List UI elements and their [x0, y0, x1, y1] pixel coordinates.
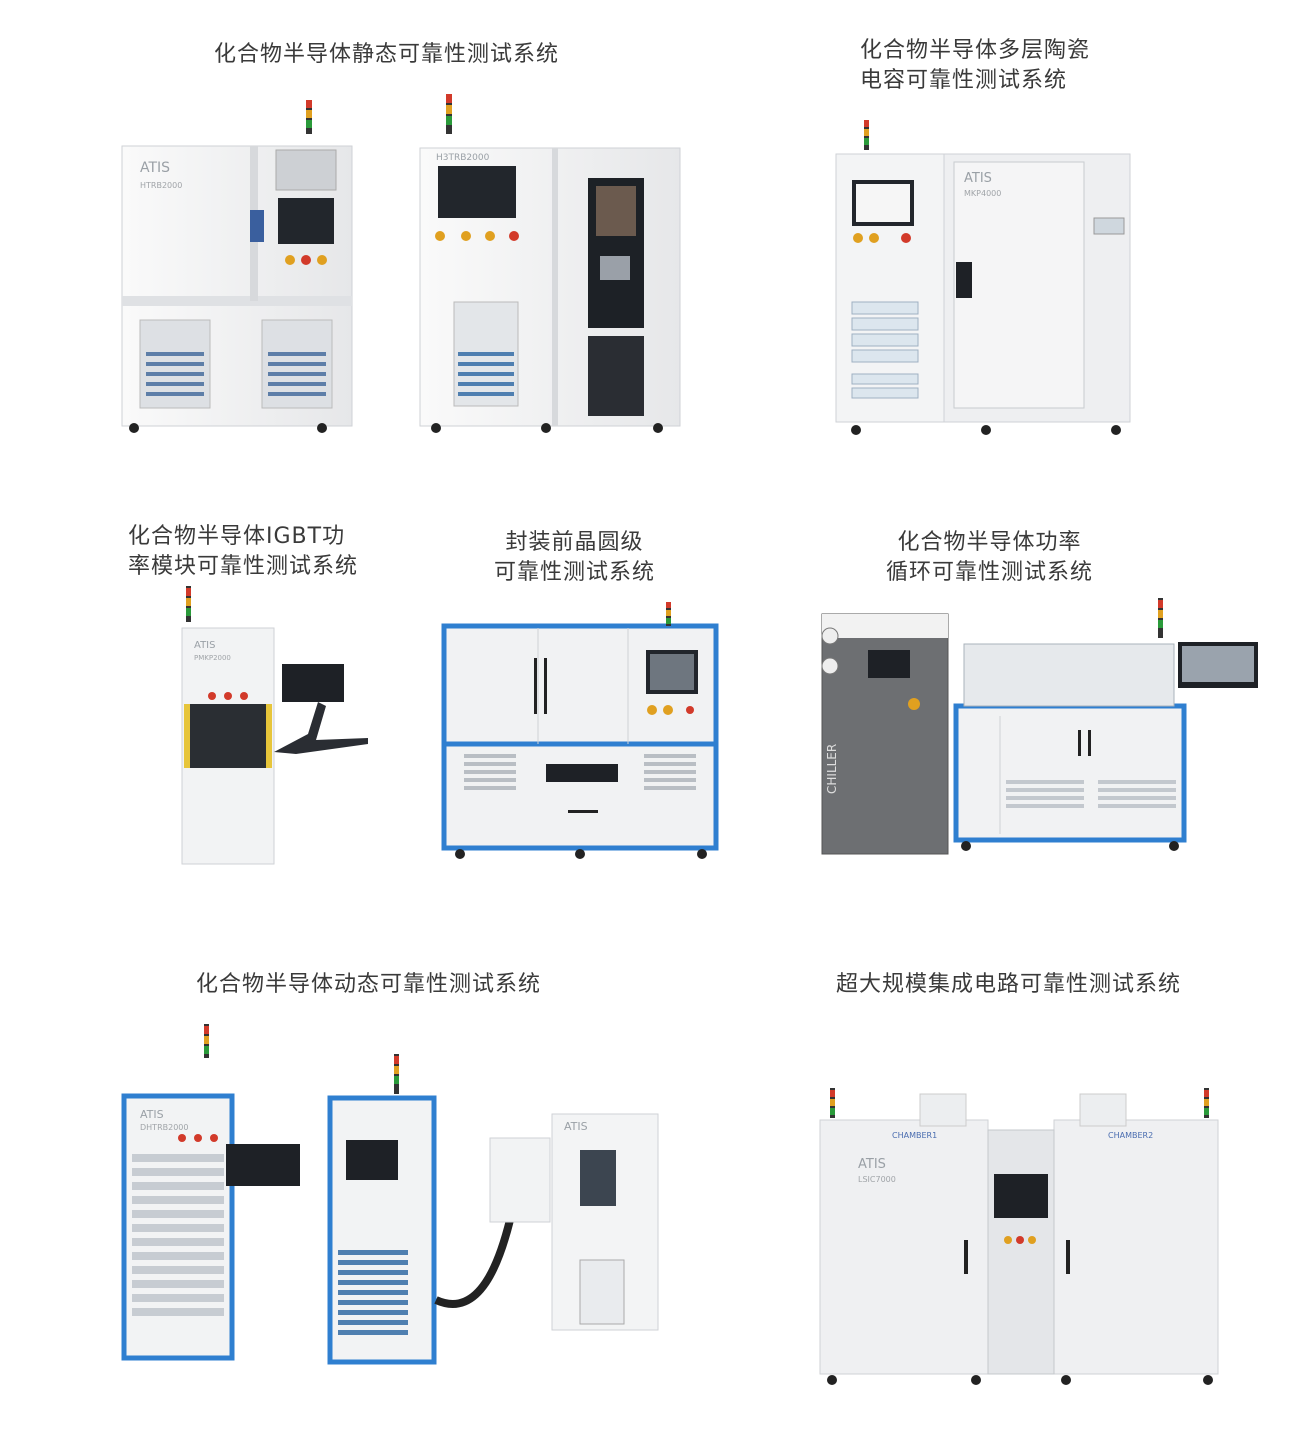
model-lsic7000: LSIC7000	[858, 1175, 896, 1184]
chamber1-label: CHAMBER1	[892, 1131, 937, 1140]
model-htrb2000: HTRB2000	[140, 181, 182, 190]
atis-logo-dhtrb: ATIS	[140, 1108, 164, 1121]
igbt-test-system-image: ATIS PMKP2000	[181, 586, 368, 865]
caption-power-cycle: 化合物半导体功率循环可靠性测试系统	[886, 530, 1094, 585]
caption-wafer: 封装前晶圆级可靠性测试系统	[494, 530, 656, 585]
atis-logo-mkp: ATIS	[964, 171, 992, 186]
power-cycle-test-system-image: CHILLER	[821, 598, 1258, 855]
model-dhtrb2000: DHTRB2000	[140, 1123, 188, 1132]
atis-logo-lsic: ATIS	[858, 1157, 886, 1172]
atis-logo-a: ATIS	[140, 160, 170, 176]
vlsi-test-system-image: CHAMBER1 CHAMBER2 ATIS LSIC7000	[819, 1088, 1219, 1385]
dynamic-test-system-image: ATIS DHTRB2000 ATIS	[121, 1024, 659, 1365]
atis-logo-chamber: ATIS	[564, 1120, 588, 1133]
mlcc-test-system-image: ATIS MKP4000	[835, 120, 1131, 435]
caption-vlsi: 超大规模集成电路可靠性测试系统	[836, 972, 1182, 997]
atis-logo-pmkp: ATIS	[194, 640, 215, 651]
caption-dynamic: 化合物半导体动态可靠性测试系统	[196, 972, 542, 997]
model-mkp4000: MKP4000	[964, 189, 1001, 198]
static-test-system-image: ATIS HTRB2000 H3TRB2000	[121, 94, 681, 433]
model-pmkp2000: PMKP2000	[194, 654, 231, 662]
model-h3trb2000: H3TRB2000	[436, 153, 490, 163]
chiller-label: CHILLER	[825, 744, 839, 794]
caption-mlcc: 化合物半导体多层陶瓷电容可靠性测试系统	[860, 38, 1091, 93]
caption-igbt: 化合物半导体IGBT功率模块可靠性测试系统	[128, 524, 359, 579]
caption-static: 化合物半导体静态可靠性测试系统	[214, 42, 560, 67]
chamber2-label: CHAMBER2	[1108, 1131, 1153, 1140]
wafer-test-system-image	[441, 602, 719, 859]
